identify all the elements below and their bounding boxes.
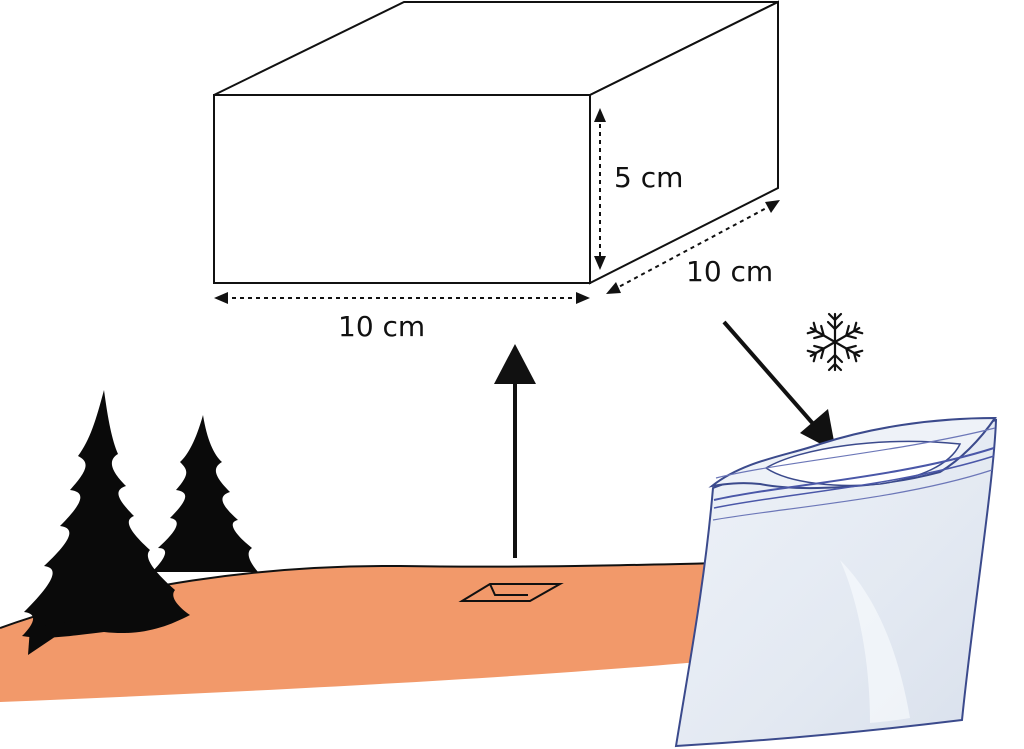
bag-zip-stripe (713, 447, 995, 501)
width-label: 10 cm (338, 310, 425, 343)
height-label: 5 cm (614, 161, 683, 194)
soil-ground (0, 563, 720, 702)
depth-dimension-line (612, 204, 773, 291)
zip-bag-icon (674, 416, 998, 748)
soil-block-box (213, 0, 779, 285)
box-front-face (213, 94, 591, 284)
sample-hole (458, 583, 564, 602)
pine-tree-icon (22, 390, 258, 655)
bag-transfer-arrow (722, 320, 817, 428)
extract-arrow-head (494, 344, 536, 384)
depth-label: 10 cm (686, 255, 773, 288)
snowflake-icon (806, 312, 864, 372)
